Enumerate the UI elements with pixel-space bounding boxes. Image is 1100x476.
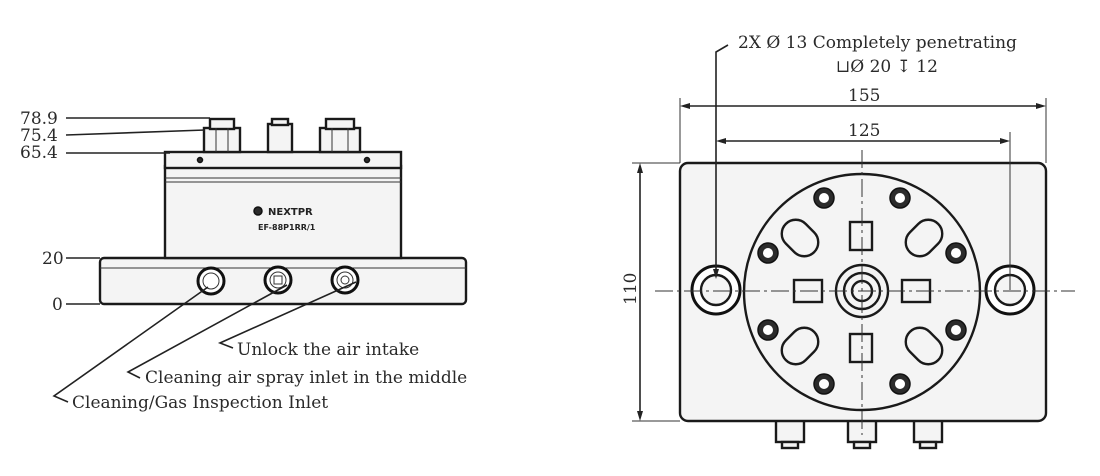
top-fitting-center (266, 117, 294, 154)
height-label-20: 20 (42, 249, 64, 269)
bolts (757, 187, 967, 395)
top-fitting-right (318, 117, 362, 154)
port-unlock (330, 265, 360, 295)
mounting-hole-left (690, 264, 742, 316)
hole-note-line1: 2X Ø 13 Completely penetrating (738, 33, 1017, 53)
main-housing (163, 164, 403, 260)
mounting-hole-right (984, 264, 1036, 316)
height-label-0: 0 (52, 295, 63, 315)
top-fitting-left (202, 117, 242, 154)
bottom-fittings (774, 418, 944, 450)
callout-cleaning-gas: Cleaning/Gas Inspection Inlet (72, 393, 328, 413)
port-cleaning-gas (196, 266, 226, 296)
logo-text: NEXTPR (268, 207, 313, 218)
callout-unlock: Unlock the air intake (237, 340, 419, 360)
dim-hole-spacing: 125 (848, 121, 880, 141)
height-label-75-4: 75.4 (20, 126, 58, 146)
callout-cleaning-spray: Cleaning air spray inlet in the middle (145, 368, 467, 388)
top-view: 155 125 110 2X Ø 13 Completely penetrati… (621, 33, 1075, 450)
side-view: NEXTPR EF-88P1RR/1 78.9 75.4 65.4 20 0 (20, 109, 467, 413)
height-label-78-9: 78.9 (20, 109, 58, 129)
model-text: EF-88P1RR/1 (258, 223, 316, 232)
dim-outer-width: 155 (848, 86, 880, 106)
height-label-65-4: 65.4 (20, 143, 58, 163)
slots (780, 218, 944, 366)
dim-height: 110 (621, 273, 641, 305)
brand-logo: NEXTPR EF-88P1RR/1 (253, 206, 316, 232)
hole-note-line2: ⊔Ø 20 ↧ 12 (836, 57, 938, 77)
